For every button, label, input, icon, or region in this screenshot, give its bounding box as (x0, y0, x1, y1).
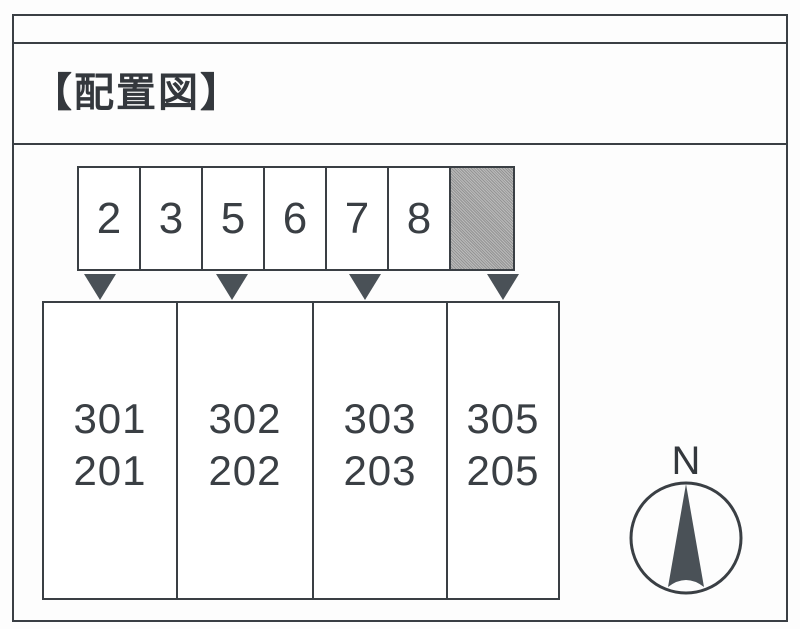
entrance-arrow-2-icon (216, 274, 248, 300)
compass-rose-icon (629, 481, 743, 595)
parking-cell-2[interactable]: 2 (79, 168, 141, 269)
entrance-arrow-1-icon (84, 274, 116, 300)
parking-cell-number: 5 (220, 193, 246, 243)
parking-cell-number: 2 (96, 193, 122, 243)
compass-north-label: N (671, 439, 701, 483)
entrance-arrow-3-icon (349, 274, 381, 300)
parking-cell-7[interactable]: 7 (327, 168, 389, 269)
entrance-arrow-4-icon (487, 274, 519, 300)
parking-cell-3[interactable]: 3 (141, 168, 203, 269)
title-band: 【配置図】 (14, 44, 786, 143)
page-title: 【配置図】 (32, 70, 242, 116)
header-strip (14, 16, 786, 42)
parking-cell-number: 6 (282, 193, 308, 243)
parking-cell-6[interactable]: 6 (265, 168, 327, 269)
room-number-upper: 301 (73, 395, 147, 442)
room-number-lower: 202 (208, 447, 282, 494)
parking-cell-reserved[interactable] (451, 168, 513, 269)
parking-cell-number: 8 (406, 193, 432, 243)
room-number-upper: 305 (466, 395, 540, 442)
parking-cell-number: 7 (344, 193, 370, 243)
room-number-lower: 205 (466, 447, 540, 494)
parking-cell-5[interactable]: 5 (203, 168, 265, 269)
room-number-lower: 201 (73, 447, 147, 494)
parking-cell-8[interactable]: 8 (389, 168, 451, 269)
compass: N (621, 440, 751, 610)
room-number-lower: 203 (343, 447, 417, 494)
room-number-upper: 302 (208, 395, 282, 442)
room-number-upper: 303 (343, 395, 417, 442)
frame-divider-middle (12, 143, 788, 145)
parking-cell-number: 3 (158, 193, 184, 243)
frame-divider-top (12, 42, 788, 44)
